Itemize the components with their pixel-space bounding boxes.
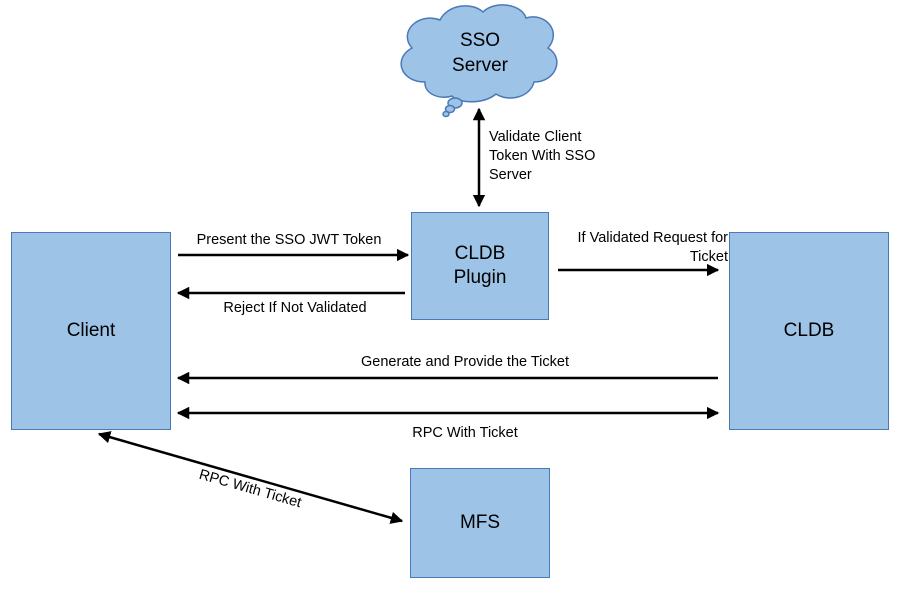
cldb-node: CLDB: [729, 232, 889, 430]
edge-request-ticket-label: If Validated Request for Ticket: [577, 230, 728, 265]
client-node: Client: [11, 232, 171, 430]
edge-present-token-label: Present the SSO JWT Token: [196, 232, 382, 248]
cldb-node-label: CLDB: [783, 320, 835, 341]
client-node-label: Client: [66, 320, 116, 341]
mfs-node-label: MFS: [459, 512, 501, 533]
sso-server-node-label: SSO Server: [452, 30, 508, 76]
edge-validate-token-label: Validate Client Token With SSO Server: [489, 129, 596, 183]
edge-reject-label: Reject If Not Validated: [223, 300, 367, 316]
mfs-node: MFS: [410, 468, 550, 578]
edge-rpc-mfs-arrow: [97, 431, 404, 524]
cldb-plugin-node-label: CLDB Plugin: [453, 243, 507, 288]
sso-server-cloud-shape: [400, 4, 558, 118]
edge-rpc-cldb-label: RPC With Ticket: [412, 425, 518, 441]
cldb-plugin-node: CLDB Plugin: [411, 212, 549, 320]
edge-provide-ticket-label: Generate and Provide the Ticket: [361, 354, 569, 370]
